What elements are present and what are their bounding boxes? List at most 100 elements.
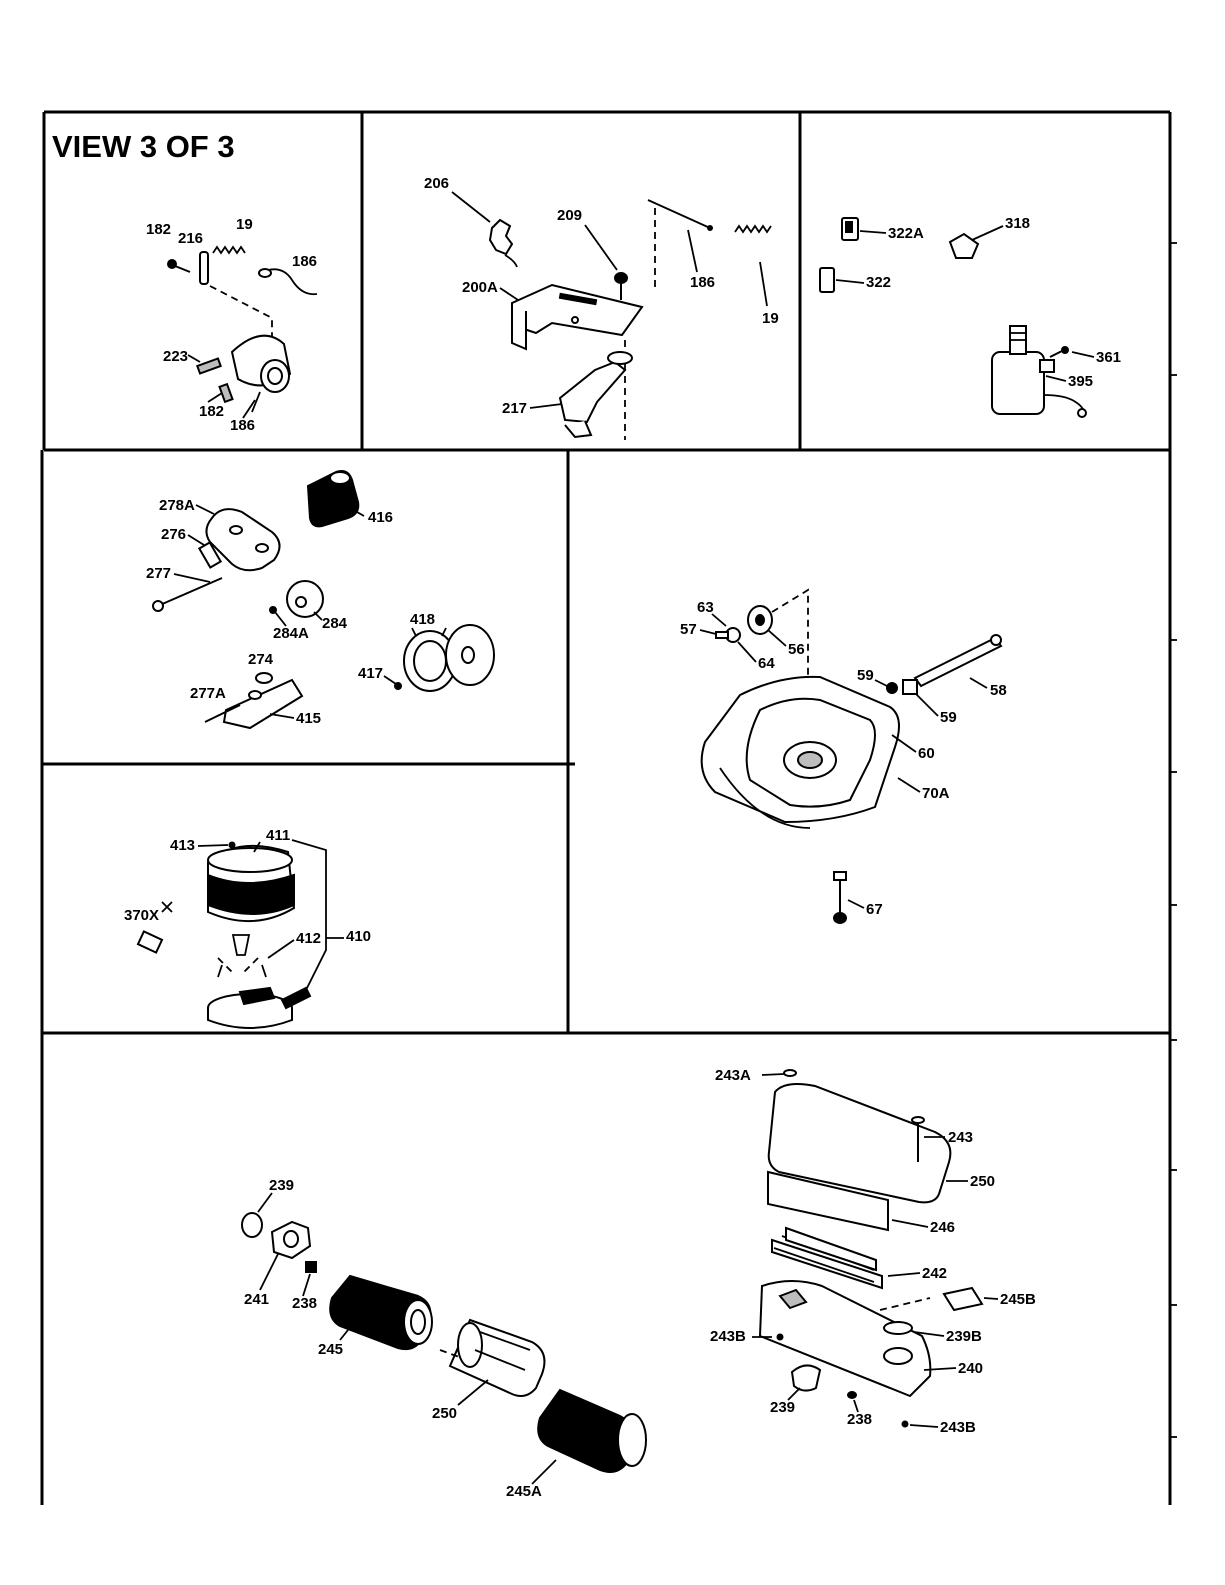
label-284: 284: [322, 615, 348, 632]
label-57: 57: [680, 621, 697, 638]
label-250-b: 250: [432, 1405, 457, 1422]
label-63: 63: [697, 599, 714, 616]
label-239-b: 239: [269, 1177, 294, 1194]
part-182-screw: [168, 260, 190, 272]
label-239B: 239B: [946, 1328, 982, 1345]
label-59: 59: [857, 667, 874, 684]
part-395-starter-motor: [992, 326, 1086, 417]
part-209-screw: [615, 273, 627, 300]
label-56: 56: [788, 641, 805, 658]
label-276: 276: [161, 526, 186, 543]
part-411-rotor: [208, 846, 294, 921]
panel-bracket: 206 209 200A 186 19 217: [424, 175, 779, 440]
panel-linkage: 182 216 19 186 223 182 186: [146, 216, 317, 434]
part-277-bolt: [153, 578, 222, 611]
part-238-bolt: [306, 1262, 316, 1272]
part-19-spring: [213, 247, 245, 253]
label-239: 239: [770, 1399, 795, 1416]
part-186-rod: [648, 200, 712, 230]
label-417: 417: [358, 665, 383, 682]
part-416-filter: [308, 471, 358, 526]
part-70A-crankcase: [702, 677, 899, 828]
part-370X-tag: [138, 931, 162, 952]
label-318: 318: [1005, 215, 1030, 232]
part-186-link: [259, 269, 317, 294]
label-413: 413: [170, 837, 195, 854]
part-243B-nut-a: [778, 1335, 783, 1340]
part-55-shaft: [915, 635, 1001, 686]
label-70A: 70A: [922, 785, 950, 802]
part-200A-bracket: [512, 285, 642, 349]
part-413-screw: [230, 843, 235, 848]
label-395: 395: [1068, 373, 1093, 390]
part-245A-screen: [538, 1390, 646, 1472]
part-238-screw: [848, 1392, 856, 1398]
label-216: 216: [178, 230, 203, 247]
label-241: 241: [244, 1291, 269, 1308]
part-59-ball: [887, 683, 897, 693]
part-57-pin: [716, 632, 728, 638]
label-411: 411: [266, 827, 290, 844]
panel-air-cleaner: 243A 243 250 246 242 245B 243B 239B 240 …: [242, 1067, 1036, 1500]
part-239-gasket: [792, 1365, 820, 1390]
part-239-ring: [242, 1213, 262, 1237]
label-416: 416: [368, 509, 393, 526]
label-243A: 243A: [715, 1067, 751, 1084]
label-277A: 277A: [190, 685, 226, 702]
part-239B-ring: [884, 1322, 912, 1334]
part-322-switch: [820, 268, 834, 292]
part-412-clips: [218, 935, 266, 977]
part-223-bolt: [197, 358, 220, 373]
label-186: 186: [292, 253, 317, 270]
label-206: 206: [424, 175, 449, 192]
label-209: 209: [557, 207, 582, 224]
label-238: 238: [847, 1411, 872, 1428]
label-250: 250: [970, 1173, 995, 1190]
label-245: 245: [318, 1341, 343, 1358]
part-410-stator: [208, 988, 310, 1028]
label-58: 59: [940, 709, 957, 726]
label-240: 240: [958, 1360, 983, 1377]
view-title: VIEW 3 OF 3: [52, 129, 235, 164]
part-245-element: [330, 1276, 432, 1349]
label-243: 243: [948, 1129, 973, 1146]
label-412: 412: [296, 930, 321, 947]
part-58-bushing: [903, 680, 917, 694]
part-361-screw: [1050, 347, 1068, 357]
part-418-flywheel: [404, 625, 494, 691]
panel-breather: 278A 276 277 416 284A 284 418 274 417 27…: [146, 471, 494, 728]
part-206-spring: [490, 220, 517, 267]
label-238-b: 238: [292, 1295, 317, 1312]
label-223: 223: [163, 348, 188, 365]
part-245B-foam: [944, 1288, 982, 1310]
part-19-spring-b: [735, 226, 771, 232]
label-242: 242: [922, 1265, 947, 1282]
part-216-lever: [200, 252, 208, 284]
label-245B: 245B: [1000, 1291, 1036, 1308]
label-277: 277: [146, 565, 171, 582]
part-243A-stud: [784, 1070, 796, 1076]
part-243B-nut-b: [903, 1422, 908, 1427]
panel-crankcase: 63 57 64 56 59 58 59 60 70A 67: [680, 590, 1007, 923]
label-19: 19: [236, 216, 253, 233]
part-242-precleaner: [772, 1228, 882, 1288]
label-217: 217: [502, 400, 527, 417]
part-415-plate: [224, 680, 302, 728]
label-322: 322: [866, 274, 891, 291]
label-322A: 322A: [888, 225, 924, 242]
part-274-nut: [256, 673, 272, 683]
label-182-b: 182: [199, 403, 224, 420]
part-318-knob: [950, 234, 978, 258]
panel-starter: 322A 318 322 361 395: [820, 215, 1121, 417]
label-55: 58: [990, 682, 1007, 699]
part-284-pulley: [287, 581, 323, 617]
label-186-b: 186: [230, 417, 255, 434]
label-284A: 284A: [273, 625, 309, 642]
label-19-b: 19: [762, 310, 779, 327]
label-361: 361: [1096, 349, 1121, 366]
part-throttle-body: [232, 336, 290, 392]
part-217-lever: [560, 352, 632, 437]
label-243B: 243B: [710, 1328, 746, 1345]
label-418: 418: [410, 611, 435, 628]
